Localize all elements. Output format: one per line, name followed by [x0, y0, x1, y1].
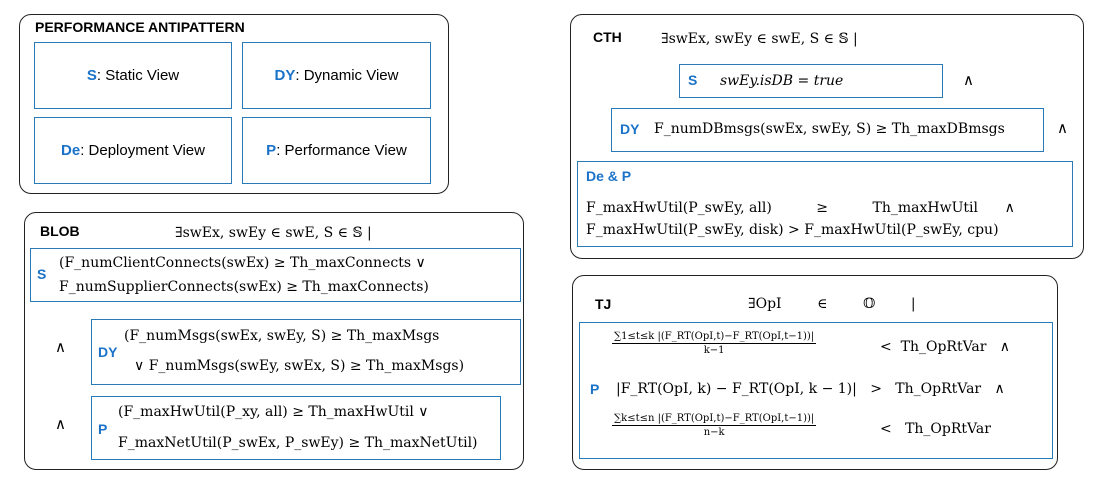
view-label: : Deployment View: [80, 142, 205, 159]
panel-title: BLOB: [40, 223, 80, 239]
blob-performance-line1: (F_maxHwUtil(P_xy, all) ≥ Th_maxHwUtil ∨: [118, 404, 429, 420]
cth-panel: CTH ∃swEx, swEy ∈ swE, S ∈ 𝕊 | S swEy.is…: [570, 14, 1084, 259]
view-tag: DY: [98, 344, 118, 360]
blob-panel: BLOB ∃swEx, swEy ∈ swE, S ∈ 𝕊 | S (F_num…: [24, 212, 524, 470]
cth-dynamic-box: DY F_numDBmsgs(swEx, swEy, S) ≥ Th_maxDB…: [611, 108, 1044, 152]
fraction-denominator: n−k: [703, 427, 725, 438]
view-tag: DY: [274, 67, 296, 84]
blob-static-box: S (F_numClientConnects(swEx) ≥ Th_maxCon…: [30, 248, 521, 302]
blob-static-line2: F_numSupplierConnects(swEx) ≥ Th_maxConn…: [59, 279, 429, 295]
fraction-denominator: k−1: [703, 345, 725, 356]
blob-dynamic-line1: (F_numMsgs(swEx, swEy, S) ≥ Th_maxMsgs: [124, 328, 440, 344]
panel-title: CTH: [593, 29, 622, 45]
view-label: : Static View: [96, 67, 180, 84]
view-tag: P: [266, 142, 277, 159]
blob-static-line1: (F_numClientConnects(swEx) ≥ Th_maxConne…: [59, 255, 426, 271]
blob-performance-box: P (F_maxHwUtil(P_xy, all) ≥ Th_maxHwUtil…: [91, 396, 501, 460]
tj-line-2: |F_RT(OpI, k) − F_RT(OpI, k − 1)| > Th_O…: [616, 381, 1005, 397]
tj-relation-1: < Th_OpRtVar ∧: [880, 339, 1011, 355]
view-tag: P: [98, 421, 108, 437]
static-view-box: S: Static View: [34, 42, 232, 109]
blob-dynamic-line2: ∨ F_numMsgs(swEy, swEx, S) ≥ Th_maxMsgs): [134, 358, 465, 374]
tj-panel: TJ ∃OpI ∈ 𝕆 | P ∑1≤t≤k |(F_RT(OpI,t)−F_R…: [572, 275, 1058, 470]
cth-deployment-box: De & P F_maxHwUtil(P_swEy, all) ≥ Th_max…: [577, 161, 1073, 247]
view-tag: S: [688, 72, 698, 88]
cth-static-box: S swEy.isDB = true: [679, 64, 943, 98]
panel-title: TJ: [595, 296, 612, 312]
blob-dynamic-box: DY (F_numMsgs(swEx, swEy, S) ≥ Th_maxMsg…: [91, 319, 521, 385]
and-operator: ∧: [55, 338, 66, 356]
view-tag: S: [37, 266, 47, 282]
performance-antipattern-panel: PERFORMANCE ANTIPATTERN S: Static View D…: [19, 14, 449, 194]
view-tag: De: [61, 142, 81, 159]
and-operator: ∧: [963, 71, 974, 89]
cth-static-expr: swEy.isDB = true: [720, 73, 844, 89]
view-tag: S: [86, 67, 97, 84]
blob-quantifier: ∃swEx, swEy ∈ swE, S ∈ 𝕊 |: [175, 225, 372, 241]
view-tag: DY: [620, 121, 640, 137]
view-label: : Performance View: [276, 142, 407, 159]
and-operator: ∧: [1057, 119, 1068, 137]
view-tag: De & P: [586, 168, 632, 184]
dynamic-view-box: DY: Dynamic View: [242, 42, 431, 109]
blob-performance-line2: F_maxNetUtil(P_swEx, P_swEy) ≥ Th_maxNet…: [118, 435, 478, 451]
deployment-view-box: De: Deployment View: [34, 117, 232, 184]
view-label: : Dynamic View: [295, 67, 399, 84]
tj-performance-box: P ∑1≤t≤k |(F_RT(OpI,t)−F_RT(OpI,t−1))| k…: [579, 322, 1053, 459]
panel-title: PERFORMANCE ANTIPATTERN: [35, 19, 245, 35]
fraction-numerator: ∑k≤t≤n |(F_RT(OpI,t)−F_RT(OpI,t−1))|: [612, 413, 817, 426]
fraction-3: ∑k≤t≤n |(F_RT(OpI,t)−F_RT(OpI,t−1))| n−k: [612, 413, 817, 438]
tj-quantifier: ∃OpI ∈ 𝕆 |: [748, 296, 916, 312]
fraction-numerator: ∑1≤t≤k |(F_RT(OpI,t)−F_RT(OpI,t−1))|: [612, 331, 817, 344]
cth-deployment-line1: F_maxHwUtil(P_swEy, all) ≥ Th_maxHwUtil …: [586, 200, 1015, 216]
fraction-1: ∑1≤t≤k |(F_RT(OpI,t)−F_RT(OpI,t−1))| k−1: [612, 331, 817, 356]
cth-dynamic-expr: F_numDBmsgs(swEx, swEy, S) ≥ Th_maxDBmsg…: [654, 121, 1005, 137]
view-tag: P: [590, 381, 600, 397]
performance-view-box: P: Performance View: [242, 117, 431, 184]
cth-deployment-line2: F_maxHwUtil(P_swEy, disk) > F_maxHwUtil(…: [586, 222, 999, 238]
cth-quantifier: ∃swEx, swEy ∈ swE, S ∈ 𝕊 |: [661, 31, 858, 47]
and-operator: ∧: [55, 415, 66, 433]
tj-relation-3: < Th_OpRtVar: [880, 421, 991, 437]
